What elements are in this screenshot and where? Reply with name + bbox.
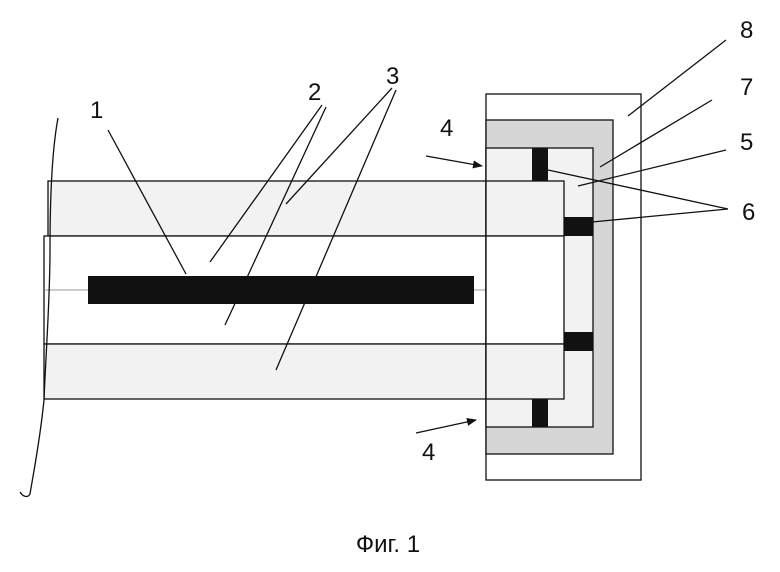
label-3: 3 [386,63,399,90]
end-cap-assembly [486,94,641,480]
contact-pad-bottom-vertical [532,399,548,427]
label-7: 7 [740,74,753,101]
label-8: 8 [740,17,753,44]
arrow-4-top [426,156,482,166]
label-4-top: 4 [440,115,453,142]
figure-caption: Фиг. 1 [356,531,420,558]
contact-pad-right-upper [564,217,593,236]
label-6: 6 [742,199,755,226]
label-5: 5 [740,129,753,156]
body-end-top [486,181,564,236]
body-end-bottom [486,344,564,399]
label-2: 2 [308,79,321,106]
contact-pad-right-lower [564,332,593,351]
body-end-core [486,236,564,344]
label-1: 1 [90,97,103,124]
label-4-bottom: 4 [422,439,435,466]
contact-pad-top-vertical [532,148,548,181]
arrow-4-bottom [416,420,476,433]
leader-8 [628,40,726,116]
central-conductor-strip [88,276,474,304]
